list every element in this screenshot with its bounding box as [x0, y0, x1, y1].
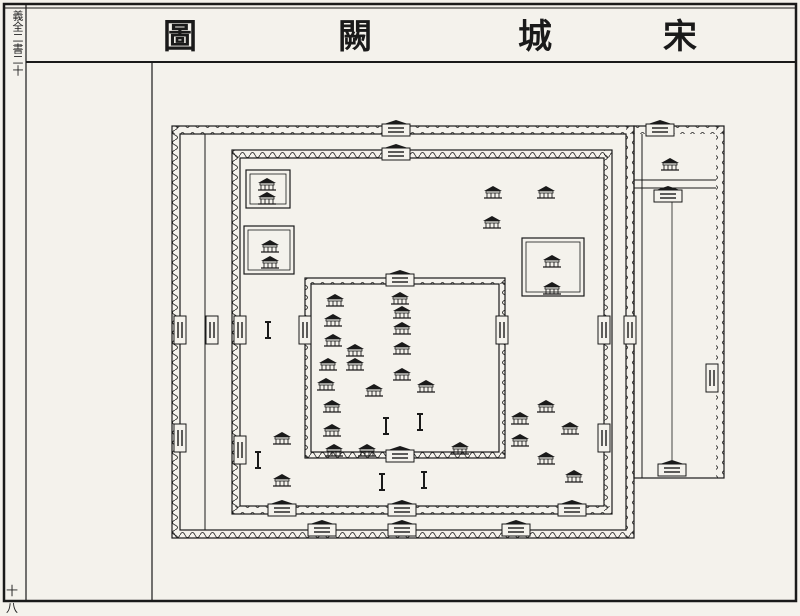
inner-city-wall	[231, 149, 613, 515]
east-annex-wall	[633, 125, 725, 479]
buildings	[257, 157, 680, 487]
title-band: 圖 闕 城 宋	[28, 8, 800, 62]
west-compound	[243, 225, 295, 275]
title-char-4: 宋	[663, 17, 697, 57]
margin-label: 義全二書二十	[11, 10, 24, 76]
title-char-3: 城	[518, 17, 552, 57]
east-compound	[521, 237, 585, 297]
title-char-2: 闕	[338, 17, 372, 57]
city-gates	[173, 119, 719, 537]
sheet-border	[2, 2, 798, 603]
northwest-compound	[245, 169, 291, 209]
title-char-1: 圖	[163, 17, 197, 57]
